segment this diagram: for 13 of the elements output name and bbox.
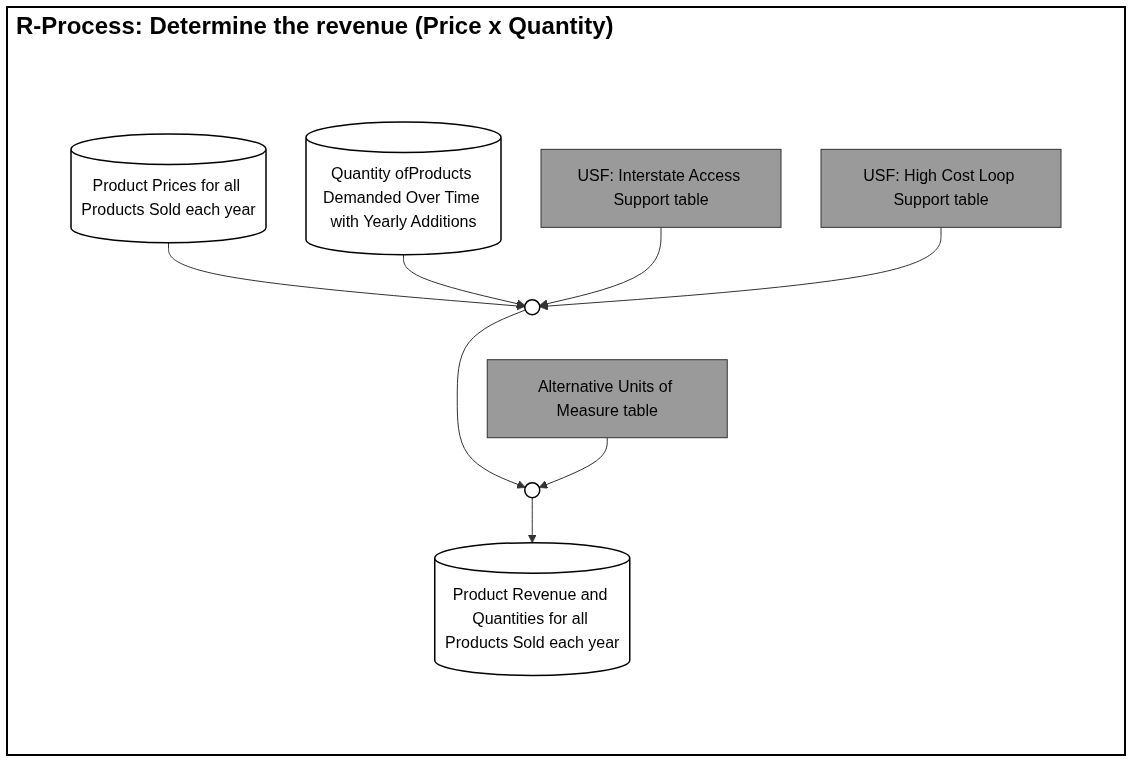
arrow (539, 227, 662, 309)
node-box: USF: High Cost Loop Support table (820, 149, 1062, 229)
arrow (168, 242, 526, 311)
node-circle (524, 482, 541, 499)
arrow (456, 309, 526, 489)
arrow (538, 437, 608, 489)
node-box: Alternative Units of Measure table (486, 359, 728, 439)
node-box: USF: Interstate Access Support table (540, 149, 782, 229)
arrow (539, 227, 942, 311)
node-circle (524, 299, 541, 316)
diagram-title: R-Process: Determine the revenue (Price x Quantity) (16, 12, 615, 40)
arrow (403, 254, 526, 309)
arrow (527, 497, 537, 544)
